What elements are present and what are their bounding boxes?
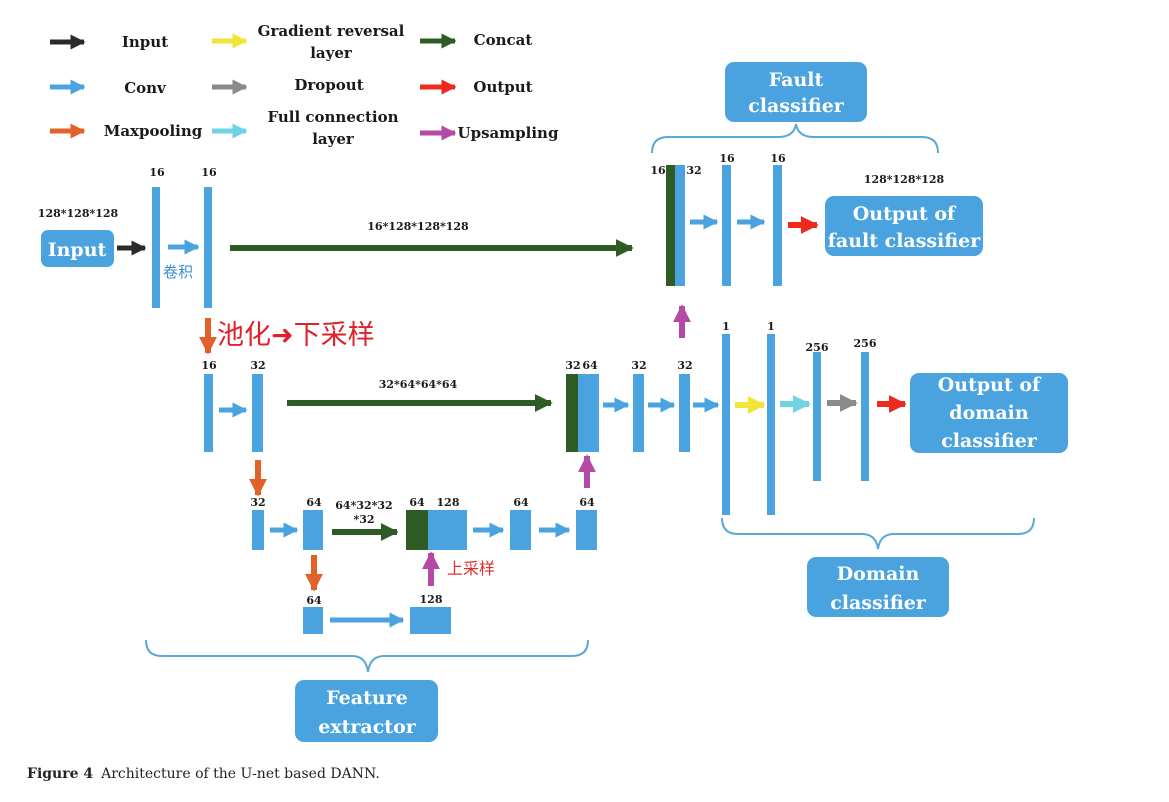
l1-feature-map-a [152,187,160,308]
legend-output-label: Output [473,78,532,96]
up1-channel-label-c: 16 [719,152,735,165]
dom-feature-map-c [813,352,821,481]
output-domain-label-2: domain [949,402,1029,424]
dom-feature-map-a [722,334,730,515]
l2-feature-map-b [252,374,263,452]
up1-channel-label-a: 16 [650,164,666,177]
domain-classifier-label-1: Domain [837,563,920,585]
up1-feature-map-c [773,165,782,286]
l4-feature-map-a [303,607,323,634]
dom-channel-label-b: 1 [767,320,775,333]
up3-feature-map-b [510,510,531,550]
l2-feature-map-a [204,374,213,452]
dann-unet-diagram: Input Conv Maxpooling Gradient reversal … [38,22,1068,742]
l4-feature-map-b [410,607,451,634]
l1-feature-map-b [204,187,212,308]
fault-classifier-bracket [651,123,939,154]
up3-channel-label-c: 64 [513,496,529,509]
up1-feature-map-b [722,165,731,286]
output-fault-label-2: fault classifier [828,230,982,252]
domain-classifier-bracket [721,517,1035,550]
input-dims-label: 128*128*128 [38,207,119,220]
up2-channel-label-b: 64 [582,359,598,372]
legend-conv-label: Conv [124,79,167,97]
up1-concat-block [666,165,675,286]
legend-full-connection-label-1: Full connection [267,108,398,126]
fault-classifier-box [725,62,867,122]
up2-feature-map-c [679,374,690,452]
l3-channel-label-a: 32 [250,496,265,509]
l1-channel-label-a: 16 [149,166,165,179]
dom-feature-map-d [861,352,869,481]
skip2-dims-label: 32*64*64*64 [379,378,458,391]
legend-full-connection-label-2: layer [312,130,355,148]
upsample-cn-label: 上采样 [447,559,495,578]
up2-feature-map-b [633,374,644,452]
dom-channel-label-a: 1 [722,320,730,333]
figure-caption: Figure 4 Architecture of the U-net based … [27,766,380,782]
output-fault-classifier-box [825,196,983,256]
pooling-cn-label: 池化➜下采样 [217,320,375,351]
up2-concat-block [566,374,578,452]
skip3-dims-label-2: *32 [353,513,374,526]
up1-feature-map-a [675,165,685,286]
l3-feature-map-b [303,510,323,550]
domain-classifier-box [807,557,949,617]
legend-input-label: Input [122,33,168,51]
l2-channel-label-b: 32 [250,359,265,372]
output-domain-label-3: classifier [941,430,1038,452]
up1-channel-label-b: 32 [686,164,701,177]
up3-channel-label-a: 64 [409,496,425,509]
dom-channel-label-c: 256 [806,341,829,354]
feature-extractor-bracket [145,639,589,673]
up2-channel-label-a: 32 [565,359,580,372]
up3-feature-map-c [576,510,597,550]
l3-feature-map-a [252,510,264,550]
up1-channel-label-d: 16 [770,152,786,165]
output-fault-label-1: Output of [853,203,957,225]
legend-maxpooling-label: Maxpooling [104,122,203,140]
l4-channel-label-a: 64 [306,594,322,607]
up3-channel-label-d: 64 [579,496,595,509]
l3-channel-label-b: 64 [306,496,322,509]
feature-extractor-label-2: extractor [318,716,417,738]
fault-classifier-label-2: classifier [748,95,845,117]
dom-feature-map-b [767,334,775,515]
skip1-dims-label: 16*128*128*128 [367,220,469,233]
conv-cn-label: 卷积 [163,263,193,281]
up2-channel-label-c: 32 [631,359,646,372]
output-domain-classifier-box [910,373,1068,453]
legend-dropout-label: Dropout [294,76,363,94]
up3-feature-map-a [428,510,467,550]
figure-caption-label: Figure 4 [27,766,94,782]
up3-concat-block [406,510,428,550]
legend-upsampling-label: Upsampling [458,124,559,142]
feature-extractor-label-1: Feature [326,687,408,709]
input-box [41,230,114,267]
legend-gradient-reversal-label-1: Gradient reversal [258,22,405,40]
feature-extractor-box [295,680,438,742]
l4-channel-label-b: 128 [420,593,443,606]
up2-channel-label-d: 32 [677,359,692,372]
dom-channel-label-d: 256 [854,337,877,350]
up3-channel-label-b: 128 [437,496,460,509]
l1-channel-label-b: 16 [201,166,217,179]
input-box-label: Input [48,239,107,261]
legend-concat-label: Concat [474,31,533,49]
domain-classifier-label-2: classifier [830,592,927,614]
skip3-dims-label-1: 64*32*32 [335,499,392,512]
output-domain-label-1: Output of [938,374,1042,396]
l2-channel-label-a: 16 [201,359,217,372]
fault-output-dims-label: 128*128*128 [864,173,945,186]
legend: Input Conv Maxpooling Gradient reversal … [50,22,559,148]
fault-classifier-label-1: Fault [769,69,824,91]
up2-feature-map-a [578,374,599,452]
figure-caption-text: Architecture of the U-net based DANN. [101,766,380,782]
legend-gradient-reversal-label-2: layer [310,44,353,62]
